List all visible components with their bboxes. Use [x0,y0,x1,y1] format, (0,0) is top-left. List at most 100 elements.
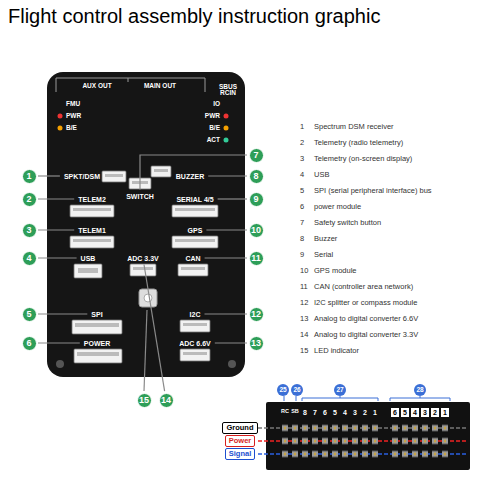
legend-number: 9 [300,251,304,259]
port-label: SWITCH [124,192,156,201]
port-label: SERIAL 4/5 [174,195,215,204]
port-label: ADC 3.3V [125,254,161,263]
leader-line [144,265,165,392]
board-marking: MAIN OUT [144,83,176,90]
callout-number: 13 [249,336,264,351]
servo-header [266,402,470,470]
legend-number: 10 [300,267,308,275]
callout-number: 7 [249,148,264,163]
mount-hole [56,360,64,368]
legend-number: 12 [300,299,308,307]
leader-line [140,155,247,190]
port-label: TELEM1 [76,226,108,235]
legend-number: 5 [300,187,304,195]
pin-group-number: 28 [414,384,426,396]
callout-number: 8 [249,169,264,184]
pin-number: 1 [441,408,449,417]
callout-number: 11 [249,251,264,266]
callout-number: 12 [249,307,264,322]
pin-number: 8 [303,409,307,416]
port-label: GPS [186,226,205,235]
led-label: IO [213,101,220,108]
header-pins [300,422,380,461]
led-label: FMU [66,101,80,108]
legend-text: USB [314,171,329,179]
legend-text: Spectrum DSM receiver [314,123,394,131]
led-label: PWR [205,113,220,120]
port-name: SWITCH [126,193,154,200]
callout-number: 14 [159,393,174,408]
header-divider [128,78,129,82]
wire-tag: Signal [225,448,256,460]
legend-number: 6 [300,203,304,211]
port-name: USB [81,255,96,262]
port-label: TELEM2 [76,195,108,204]
port-name: TELEM2 [78,196,106,203]
header-pins [390,422,450,461]
port-label: SPI [89,310,104,319]
legend-text: SPI (serial peripheral interface) bus [314,187,432,195]
pin-group-number: 27 [334,384,346,396]
callout-text: 11 [251,254,261,263]
leader-line [38,229,74,230]
leader-line [208,175,247,176]
legend-number: 4 [300,171,304,179]
callout-number: 6 [22,336,37,351]
callout-text: 2 [26,195,31,204]
legend-number: 11 [300,283,308,291]
callout-text: 13 [251,339,261,348]
wire-name: Ground [226,424,253,432]
legend-text: Analog to digital converter 3.3V [314,331,418,339]
callout-text: 14 [161,396,171,405]
callout-text: 10 [251,226,261,235]
led-label: ACT [207,137,220,144]
callout-text: 7 [253,151,258,160]
group-number-text: 25 [279,387,286,394]
port-name: I2C [190,311,201,318]
group-number-text: 27 [336,387,343,394]
legend-number: 3 [300,155,304,163]
callout-number: 1 [22,169,37,184]
legend-number: 2 [300,139,304,147]
callout-number: 4 [22,251,37,266]
legend-text: power module [314,203,361,211]
legend-text: CAN (controller area network) [314,283,413,291]
port-name: ADC 3.3V [127,255,159,262]
legend-number: 7 [300,219,304,227]
legend-number: 8 [300,235,304,243]
leader-line [38,198,74,199]
callout-text: 9 [253,195,258,204]
wire-tag: Ground [222,422,257,434]
group-brackets [284,396,450,401]
group-number-text: 28 [416,387,423,394]
wire-name: Signal [229,450,252,458]
pin-number: 7 [313,409,317,416]
callout-text: 1 [26,172,31,181]
header-outline [56,78,205,92]
port-name: SERIAL 4/5 [176,196,213,203]
callout-number: 5 [22,307,37,322]
led-label: B/E [66,125,77,132]
port-name: TELEM1 [78,227,106,234]
port-label: ADC 6.6V [177,339,213,348]
legend-text: Safety switch button [314,219,381,227]
pin-number: 6 [323,409,327,416]
port-name: BUZZER [176,173,204,180]
wire-name: Power [229,437,252,445]
legend-text: Telemetry (on-screen display) [314,155,412,163]
callout-text: 4 [26,254,31,263]
legend-text: Analog to digital converter 6.6V [314,315,418,323]
legend-number: 1 [300,123,304,131]
callout-number: 15 [137,393,152,408]
port-name: GPS [188,227,203,234]
leader-line [206,229,247,230]
pin-number: 3 [353,409,357,416]
callout-text: 15 [139,396,149,405]
connector-slots [73,169,215,356]
wire-tag: Power [225,435,256,447]
port-label: POWER [82,339,112,348]
callout-number: 9 [249,192,264,207]
leader-line [38,313,87,314]
port-name: SPI [91,311,102,318]
leader-line [205,313,248,314]
